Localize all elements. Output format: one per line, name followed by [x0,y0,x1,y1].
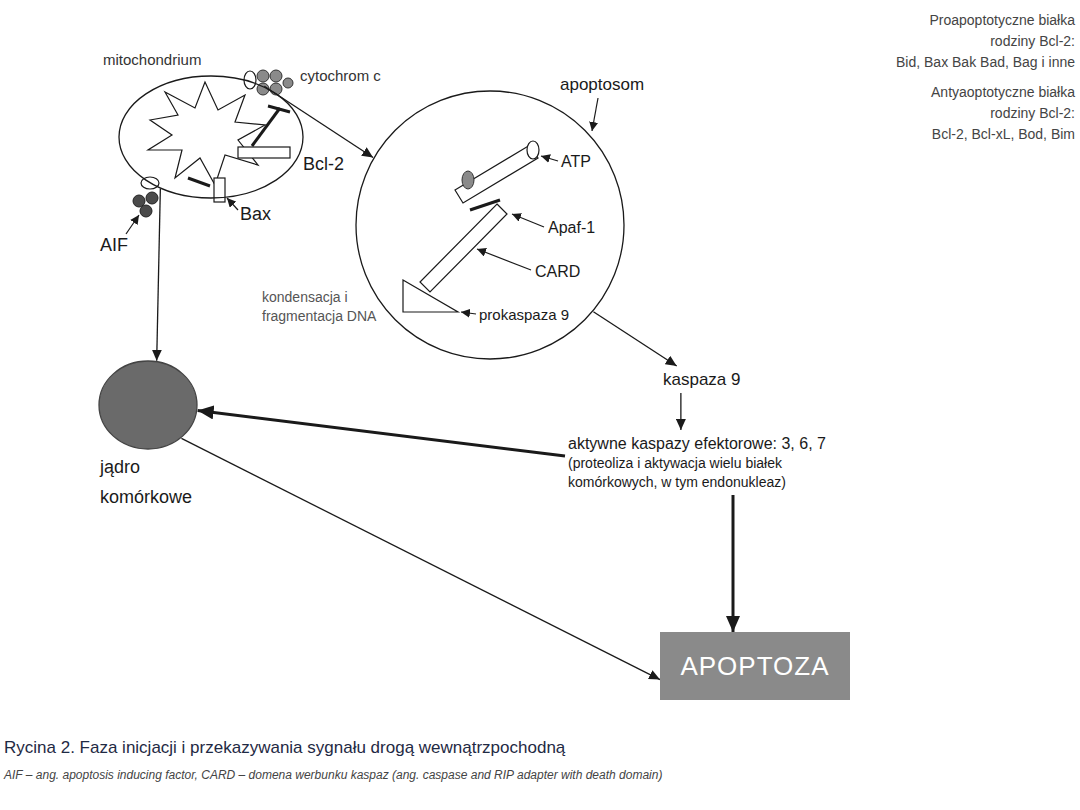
bound-cytochrome [462,171,474,189]
node-text: APOPTOZA [680,650,829,683]
node-text: kaspaza 9 [663,369,741,390]
apaf1-arm [455,145,538,203]
caspase-9-node: kaspaza 9 [660,366,744,393]
thick-arrow [732,495,735,632]
aif-dot [140,205,152,217]
node-text: (proteoliza i aktywacja wielu białek kom… [568,454,862,492]
leader-line [461,312,476,314]
nucleus-shape-ellipse [99,361,197,449]
arrow-connector [680,393,681,430]
side-note: Bid, Bax Bak Bad, Bag i inne [896,52,1075,72]
apoptosome-circle-ellipse [356,91,624,359]
node-heading: jądro komórkowe [100,452,205,512]
outline-shape [118,75,304,199]
callout-label: ATP [561,152,591,172]
figure-caption: Rycina 2. Faza inicjacji i przekazywania… [4,738,565,758]
aif-dot [146,192,158,204]
callout-label: Bcl-2 [303,153,344,176]
node-heading: mitochondrium [103,50,201,69]
footnote: AIF – ang. apoptosis inducing factor, CA… [4,768,662,783]
node-heading: apoptosom [560,74,644,95]
effector-caspases-node: aktywne kaspazy efektorowe: 3, 6, 7(prot… [565,430,865,495]
arrow-connector [593,312,676,366]
mitochondrion-outline-ellipse [119,76,303,198]
bax-action [188,178,210,186]
side-note: Proapoptotyczne białka rodziny Bcl-2: [905,10,1075,52]
cytochrome-dot [270,70,282,82]
thick-arrow [198,410,565,456]
arrow-connector [157,189,161,361]
bcl2-protein [238,147,290,158]
leader-line [126,215,139,234]
bcl2-block [268,106,290,112]
node-text: aktywne kaspazy efektorowe: 3, 6, 7 [568,433,862,454]
apoptosis-box: APOPTOZA [660,632,850,700]
bcl2-block [252,108,280,146]
mitochondrion-outline: mitochondrium [118,75,304,199]
callout-label: CARD [535,262,580,282]
process-note: kondensacja i fragmentacja DNA [262,288,402,326]
callout-label: Apaf-1 [548,218,595,238]
nucleus-shape: jądro komórkowe [98,360,198,450]
leader-line [541,156,558,161]
atp-molecule [527,141,539,159]
side-note: Bcl-2, Bcl-xL, Bod, Bim [932,124,1075,144]
callout-label: cytochrom c [300,66,381,85]
procaspase-9-shape [403,280,458,312]
callout-label: prokaspaza 9 [479,305,569,324]
side-note: Antyaoptotyczne białka rodziny Bcl-2: [905,82,1075,124]
callout-label: Bax [240,203,271,226]
leader-line [227,198,238,210]
callout-label: AIF [100,234,128,257]
outline-shape [98,360,198,450]
cytochrome-dot [283,78,293,88]
apaf1-body [420,204,507,292]
cristae [148,82,265,185]
leader-line [477,249,531,270]
leader-line [592,98,598,131]
apaf1-link [470,200,500,210]
leader-line [512,214,544,227]
cytochrome-dot [257,70,269,82]
